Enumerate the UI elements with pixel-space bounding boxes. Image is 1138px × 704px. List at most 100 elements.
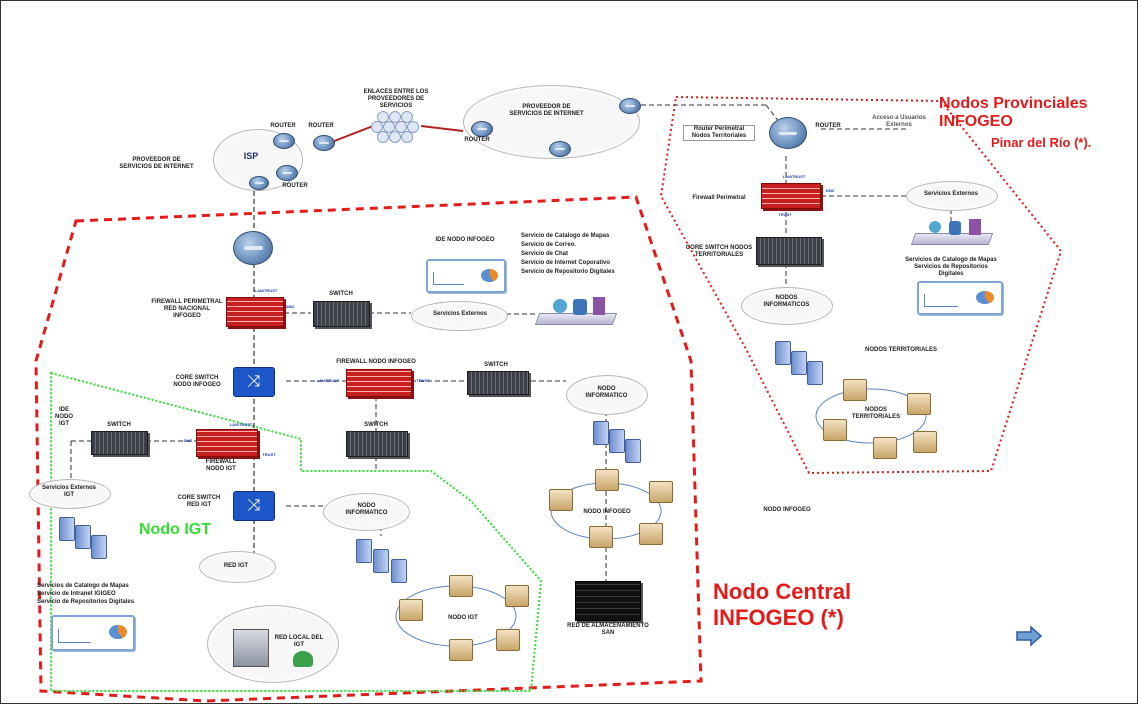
trust-label: TRUST bbox=[416, 378, 430, 383]
firewall-label: FIREWALL PERIMETRAL RED NACIONAL INFOGEO bbox=[151, 299, 223, 319]
service-item: Servicio de Repositorio Digitales bbox=[521, 269, 615, 275]
firewall-nodo-icon bbox=[346, 369, 412, 397]
server-icon bbox=[625, 439, 641, 463]
services-list: Servicio de Catalogo de Mapas Servicio d… bbox=[521, 233, 641, 276]
dmz-label: DMZ bbox=[285, 304, 295, 309]
server-icon bbox=[356, 539, 372, 563]
right-arrow-icon[interactable] bbox=[1015, 625, 1043, 647]
service-item: Servicio de Repositorios Digitales bbox=[37, 599, 135, 605]
storage-node-icon bbox=[505, 585, 529, 607]
core-switch-territorial-label: CORE SWITCH NODOS TERRITORIALES bbox=[685, 245, 753, 258]
storage-node-icon bbox=[549, 489, 573, 511]
red-local-igt-cloud bbox=[207, 605, 339, 683]
provider-mesh bbox=[369, 109, 425, 149]
server-icon bbox=[791, 351, 807, 375]
ide-monitor bbox=[426, 259, 506, 293]
firewall-label: FIREWALL NODO INFOGEO bbox=[336, 359, 416, 365]
router-icon bbox=[249, 176, 269, 190]
nodo-informatico-label: NODO INFORMATICO bbox=[585, 386, 628, 399]
switch-label: SWITCH bbox=[364, 422, 388, 428]
core-switch-icon: ⤨ bbox=[233, 491, 275, 521]
firewall-perimetral-icon bbox=[226, 297, 284, 327]
dmz-label: DMZ bbox=[183, 438, 193, 443]
router-icon bbox=[471, 121, 493, 137]
external-services-label: Servicios Externos bbox=[432, 311, 488, 317]
firewall-label: FIREWALL NODO IGT bbox=[205, 459, 237, 472]
nodo-central-line1: Nodo Central bbox=[713, 579, 852, 604]
server-icon bbox=[373, 549, 389, 573]
switch-label: SWITCH bbox=[329, 291, 353, 297]
external-access-label: Acceso a Usuarios Externos bbox=[872, 115, 926, 128]
prov-monitor bbox=[917, 281, 1003, 315]
links-label: ENLACES ENTRE LOS PROVEEDORES DE SERVICI… bbox=[363, 89, 429, 109]
core-switch-label: CORE SWITCH NODO INFOGEO bbox=[173, 375, 221, 388]
trust-label: TRUST bbox=[778, 212, 792, 217]
san-storage-icon bbox=[575, 581, 641, 621]
nodo-igt-label: NODO IGT bbox=[448, 615, 478, 621]
lan-trust-label: LAN/TRUST bbox=[254, 288, 278, 293]
nodos-territoriales-label: NODOS TERRITORIALES bbox=[865, 347, 937, 353]
router-label: ROUTER bbox=[464, 137, 490, 143]
server-icon bbox=[775, 341, 791, 365]
nodos-territoriales-ring-label: NODOS TERRITORIALES bbox=[851, 407, 901, 420]
provider-label: PROVEEDOR DE SERVICIOS DE INTERNET bbox=[119, 157, 194, 170]
storage-node-icon bbox=[873, 437, 897, 459]
central-region-outline bbox=[34, 195, 703, 703]
users-icon bbox=[293, 651, 313, 667]
storage-node-icon bbox=[823, 419, 847, 441]
nodo-central-line2: INFOGEO (*) bbox=[713, 605, 844, 630]
red-igt-cloud bbox=[199, 551, 276, 583]
nodo-informatico-igt-cloud bbox=[323, 493, 410, 531]
service-item: Servicios de Catalogo de Mapas bbox=[37, 583, 129, 589]
provinciales-line1: Nodos Provinciales bbox=[939, 95, 1088, 112]
provinciales-title-2: INFOGEO bbox=[939, 113, 1013, 130]
storage-node-icon bbox=[843, 379, 867, 401]
switch-icon bbox=[313, 301, 370, 327]
server-icon bbox=[75, 525, 91, 549]
router-icon bbox=[769, 117, 807, 149]
router-perimetral-label: Router Perimetral Nodos Territoriales bbox=[683, 125, 755, 141]
router-icon bbox=[276, 165, 298, 181]
storage-node-icon bbox=[589, 526, 613, 548]
storage-node-icon bbox=[907, 393, 931, 415]
core-switch-territorial-icon bbox=[756, 237, 822, 265]
router-icon bbox=[619, 98, 641, 114]
ide-igt-label: IDE NODO IGT bbox=[55, 407, 73, 427]
external-services-prov-cloud bbox=[906, 181, 998, 211]
storage-node-icon bbox=[595, 469, 619, 491]
switch-label: SWITCH bbox=[484, 362, 508, 368]
router-label: ROUTER bbox=[270, 123, 296, 129]
provinciales-title: Nodos Provinciales bbox=[939, 95, 1088, 113]
switch-icon bbox=[467, 371, 529, 395]
external-services-prov-label: Servicios Externos bbox=[923, 191, 979, 197]
service-item: Servicio de Correo. bbox=[521, 242, 577, 248]
dmz-label: DMZ bbox=[825, 188, 835, 193]
external-services-igt-label: Servicios Externos IGT bbox=[41, 485, 97, 498]
router-icon bbox=[273, 133, 295, 149]
provider-label: PROVEEDOR DE SERVICIOS DE INTERNET bbox=[509, 104, 584, 117]
external-services-igt-cloud bbox=[29, 479, 111, 509]
router-label: ROUTER bbox=[308, 123, 334, 129]
server-icon bbox=[391, 559, 407, 583]
storage-node-icon bbox=[449, 575, 473, 597]
nodo-informatico-cloud bbox=[566, 375, 648, 415]
storage-node-icon bbox=[399, 599, 423, 621]
nodo-igt-title: Nodo IGT bbox=[139, 521, 211, 538]
trust-label: TRUST bbox=[262, 452, 276, 457]
storage-node-icon bbox=[649, 481, 673, 503]
red-local-label: RED LOCAL DEL IGT bbox=[274, 635, 324, 648]
storage-node-icon bbox=[639, 523, 663, 545]
service-item: Servicio de Catalogo de Mapas bbox=[521, 233, 610, 239]
server-icon bbox=[91, 535, 107, 559]
server-icon bbox=[593, 421, 609, 445]
nodos-informaticos-label: NODOS INFORMATICOS bbox=[763, 295, 810, 308]
isp-label: ISP bbox=[243, 151, 259, 161]
lan-trust-label: LAN/TRUST bbox=[316, 378, 340, 383]
server-icon bbox=[59, 517, 75, 541]
firewall-prov-icon bbox=[761, 183, 821, 209]
router-label: ROUTER bbox=[282, 183, 308, 189]
core-switch-label: CORE SWITCH RED IGT bbox=[177, 495, 221, 508]
nodo-infogeo-label: NODO INFOGEO bbox=[583, 509, 631, 515]
storage-node-icon bbox=[449, 639, 473, 661]
service-item: Servicio de Internet Coporativo bbox=[521, 260, 611, 266]
